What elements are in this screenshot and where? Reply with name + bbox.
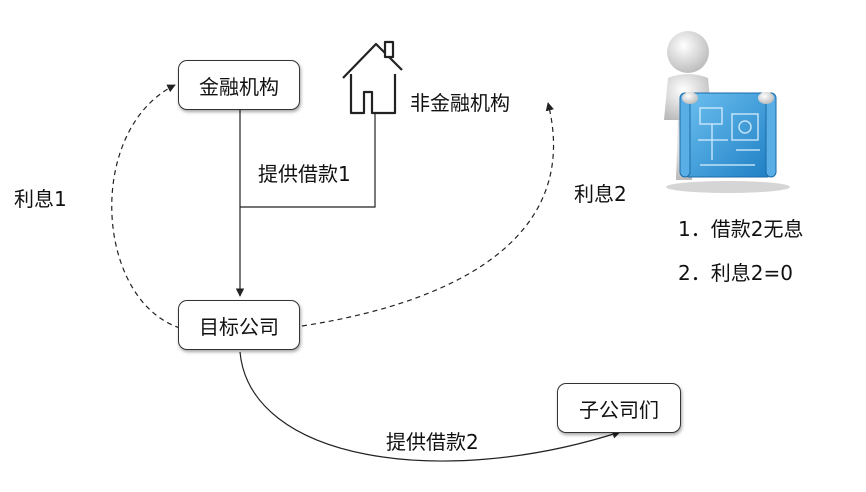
- house-connector: [240, 112, 376, 208]
- financial-institution-label: 金融机构: [199, 74, 279, 99]
- subsidiaries-label: 子公司们: [579, 397, 659, 422]
- interest2-arrow: [301, 102, 554, 327]
- person-with-blueprint-icon: [664, 31, 790, 193]
- interest1-label: 利息1: [14, 187, 67, 211]
- interest1-arrow: [111, 84, 181, 329]
- note-1: 1．借款2无息: [678, 217, 804, 241]
- financial-institution-node: 金融机构: [178, 60, 300, 110]
- loan1-label: 提供借款1: [258, 162, 351, 186]
- non-financial-institution-label: 非金融机构: [410, 91, 510, 115]
- note-2: 2．利息2=0: [678, 261, 793, 285]
- house-icon: [342, 40, 403, 115]
- loan2-arrow: [239, 351, 621, 462]
- interest2-label: 利息2: [574, 182, 627, 206]
- target-company-node: 目标公司: [178, 300, 300, 350]
- loan2-label: 提供借款2: [386, 430, 479, 454]
- target-company-label: 目标公司: [199, 314, 279, 339]
- subsidiaries-node: 子公司们: [557, 383, 681, 433]
